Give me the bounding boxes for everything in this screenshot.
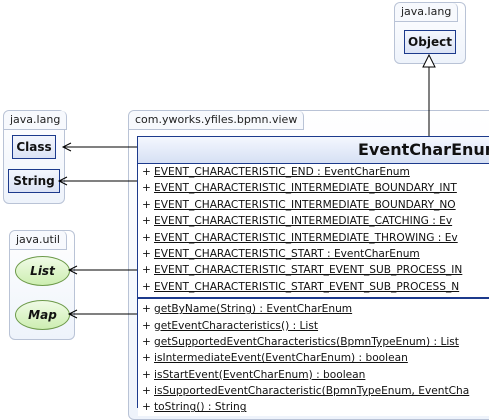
dependency-list-arrowhead (67, 265, 78, 275)
package-label: java.util (10, 231, 67, 250)
class-event-char-enum[interactable]: EventCharEnum +EVENT_CHARACTERISTIC_END … (137, 136, 489, 416)
interface-map[interactable]: Map (15, 300, 70, 330)
package-label: java.lang (4, 111, 68, 130)
visibility-marker: + (142, 198, 151, 211)
package-java-util: java.util List Map (9, 230, 75, 340)
class-name: String (13, 174, 55, 188)
method-signature: getEventCharacteristics() : List (154, 319, 319, 332)
methods-section: +getByName(String) : EventCharEnum+getEv… (138, 301, 489, 416)
field-row: +EVENT_CHARACTERISTIC_INTERMEDIATE_BOUND… (138, 197, 489, 213)
field-row: +EVENT_CHARACTERISTIC_START_EVENT_SUB_PR… (138, 262, 489, 278)
field-name: EVENT_CHARACTERISTIC_INTERMEDIATE_BOUNDA… (154, 198, 456, 211)
field-row: +EVENT_CHARACTERISTIC_START_EVENT_SUB_PR… (138, 279, 489, 295)
visibility-marker: + (142, 215, 151, 228)
class-title: EventCharEnum (138, 137, 489, 164)
field-name: EVENT_CHARACTERISTIC_INTERMEDIATE_CATCHI… (154, 215, 453, 228)
method-row: +isStartEvent(EventCharEnum) : boolean (138, 367, 489, 383)
method-signature: getSupportedEventCharacteristics(BpmnTyp… (154, 335, 459, 348)
class-string[interactable]: String (8, 169, 60, 193)
visibility-marker: + (142, 303, 151, 316)
method-row: +getSupportedEventCharacteristics(BpmnTy… (138, 334, 489, 350)
field-row: +EVENT_CHARACTERISTIC_INTERMEDIATE_CATCH… (138, 213, 489, 229)
fields-section: +EVENT_CHARACTERISTIC_END : EventCharEnu… (138, 164, 489, 296)
dependency-string-arrowhead (57, 176, 68, 186)
field-row: +EVENT_CHARACTERISTIC_INTERMEDIATE_BOUND… (138, 180, 489, 196)
method-row: +getByName(String) : EventCharEnum (138, 301, 489, 317)
interface-name: List (30, 264, 55, 278)
class-object[interactable]: Object (404, 30, 456, 54)
visibility-marker: + (142, 401, 151, 414)
class-class[interactable]: Class (12, 135, 56, 159)
class-name: Class (16, 140, 52, 154)
method-signature: getByName(String) : EventCharEnum (154, 303, 353, 316)
visibility-marker: + (142, 368, 151, 381)
visibility-marker: + (142, 352, 151, 365)
package-java-lang-left: java.lang Class String (3, 110, 68, 204)
field-row: +EVENT_CHARACTERISTIC_START : EventCharE… (138, 246, 489, 262)
visibility-marker: + (142, 385, 151, 398)
field-name: EVENT_CHARACTERISTIC_INTERMEDIATE_BOUNDA… (154, 182, 457, 195)
method-signature: isSupportedEventCharacteristic(BpmnTypeE… (154, 385, 470, 398)
field-row: +EVENT_CHARACTERISTIC_END : EventCharEnu… (138, 164, 489, 180)
package-label: java.lang (395, 3, 459, 22)
package-java-lang-top: java.lang Object (394, 2, 466, 64)
field-row: +EVENT_CHARACTERISTIC_INTERMEDIATE_THROW… (138, 230, 489, 246)
dependency-map-arrowhead (67, 309, 78, 319)
field-name: EVENT_CHARACTERISTIC_START : EventCharEn… (154, 247, 420, 260)
field-name: EVENT_CHARACTERISTIC_START_EVENT_SUB_PRO… (154, 280, 460, 293)
interface-list[interactable]: List (15, 256, 70, 286)
visibility-marker: + (142, 182, 151, 195)
method-row: +toString() : String (138, 399, 489, 415)
method-signature: isStartEvent(EventCharEnum) : boolean (154, 368, 366, 381)
method-row: +isSupportedEventCharacteristic(BpmnType… (138, 383, 489, 399)
visibility-marker: + (142, 247, 151, 260)
method-signature: isIntermediateEvent(EventCharEnum) : boo… (154, 352, 408, 365)
method-signature: toString() : String (154, 401, 247, 414)
interface-name: Map (28, 308, 57, 322)
generalization-arrowhead (422, 53, 436, 68)
field-name: EVENT_CHARACTERISTIC_END : EventCharEnum (154, 166, 410, 178)
field-name: EVENT_CHARACTERISTIC_START_EVENT_SUB_PRO… (154, 264, 463, 277)
visibility-marker: + (142, 264, 151, 277)
field-name: EVENT_CHARACTERISTIC_INTERMEDIATE_THROWI… (154, 231, 458, 244)
visibility-marker: + (142, 231, 151, 244)
section-divider (138, 297, 489, 300)
method-row: +isIntermediateEvent(EventCharEnum) : bo… (138, 350, 489, 366)
package-label: com.yworks.yfiles.bpmn.view (129, 111, 305, 130)
visibility-marker: + (142, 335, 151, 348)
visibility-marker: + (142, 166, 151, 178)
dependency-class-arrowhead (61, 142, 72, 152)
visibility-marker: + (142, 280, 151, 293)
visibility-marker: + (142, 319, 151, 332)
method-row: +getEventCharacteristics() : List (138, 318, 489, 334)
class-name: Object (408, 35, 452, 49)
